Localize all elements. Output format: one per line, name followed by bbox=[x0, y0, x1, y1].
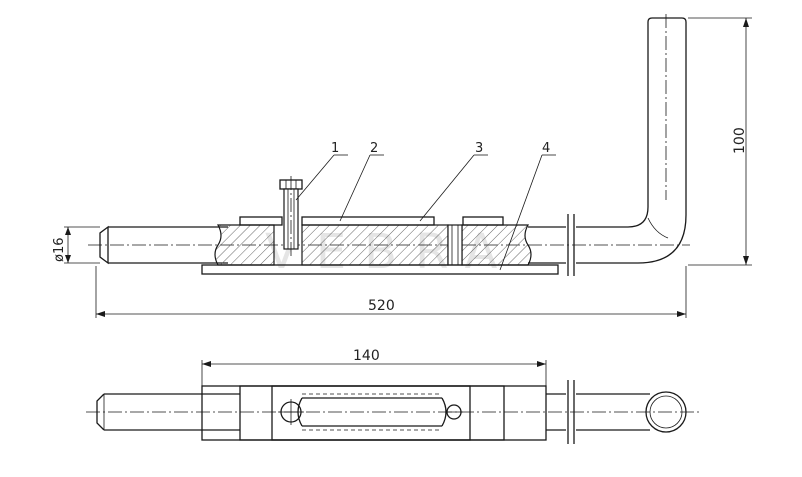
part-labels: 1 2 3 4 bbox=[295, 141, 556, 271]
dim-diameter: ø16 bbox=[52, 226, 100, 264]
dim-height: 100 bbox=[688, 17, 752, 266]
top-view: 140 bbox=[86, 348, 700, 444]
label-part-2: 2 bbox=[370, 141, 378, 156]
dim-overall-length-label: 520 bbox=[368, 298, 395, 314]
leader-2 bbox=[339, 154, 371, 222]
leader-1 bbox=[295, 154, 335, 201]
dim-height-label: 100 bbox=[732, 127, 748, 154]
top-rod-end bbox=[576, 393, 650, 431]
body-section-right bbox=[461, 224, 532, 266]
screw bbox=[279, 176, 303, 256]
body-section-left bbox=[214, 224, 275, 266]
rod-bent-handle bbox=[576, 17, 687, 264]
top-slot bbox=[271, 385, 471, 441]
handle-end-inner bbox=[649, 395, 683, 429]
handle-end-outer bbox=[645, 391, 687, 433]
base-plate bbox=[201, 264, 559, 275]
window bbox=[447, 224, 463, 266]
label-part-4: 4 bbox=[542, 141, 550, 156]
front-view: ø16 520 100 1 2 3 bbox=[52, 14, 752, 318]
plate-top-mid bbox=[301, 216, 435, 226]
body-section-mid bbox=[301, 224, 449, 266]
plate-top-right bbox=[462, 216, 504, 226]
leader-4 bbox=[499, 154, 543, 271]
rod-right bbox=[528, 226, 566, 264]
label-part-1: 1 bbox=[331, 141, 339, 156]
label-part-3: 3 bbox=[475, 141, 483, 156]
dim-overall-length: 520 bbox=[95, 266, 687, 318]
plate-top-left bbox=[239, 216, 283, 226]
leader-3 bbox=[419, 154, 475, 222]
bend-tangent bbox=[647, 217, 669, 239]
top-rod-left bbox=[96, 393, 240, 431]
top-rod-right bbox=[546, 393, 566, 431]
dim-plate-length-label: 140 bbox=[353, 348, 380, 364]
dim-diameter-label: ø16 bbox=[52, 238, 67, 263]
dim-plate-length: 140 bbox=[201, 348, 547, 386]
